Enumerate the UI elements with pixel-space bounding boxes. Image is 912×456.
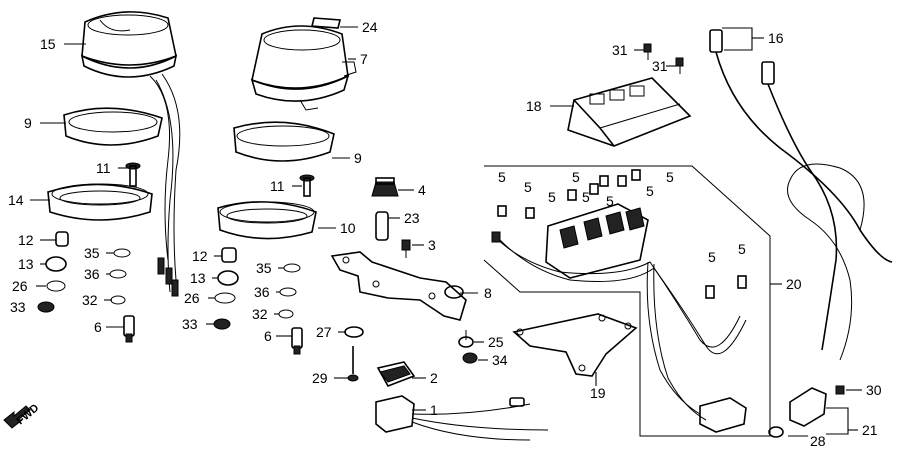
panel-bracket-19 [512,313,638,377]
callout-31-a: 31 [612,42,628,58]
callout-5-e: 5 [582,189,590,205]
callout-8: 8 [484,285,492,301]
fwd-label: FWD [14,402,41,427]
callout-4: 4 [418,182,426,198]
callout-5-a: 5 [498,169,506,185]
relay-1 [375,395,549,441]
callout-19: 19 [590,385,606,401]
callout-31-b: 31 [652,58,668,74]
callout-15: 15 [40,36,56,52]
callout-29: 29 [312,370,328,386]
callout-5-j: 5 [738,241,746,257]
clip-24 [310,17,342,29]
callout-26-left: 26 [12,278,28,294]
callout-32-middle: 32 [252,306,268,322]
meter-case-ring-left [63,107,163,146]
meter-bracket-8 [330,251,467,321]
callout-5-b: 5 [524,179,532,195]
callout-28: 28 [810,433,826,449]
speedometer-cable-wires [149,73,181,297]
callout-6-middle: 6 [264,328,272,344]
screw-3 [401,239,411,258]
collar-23 [375,211,389,241]
callout-5-c: 5 [548,189,556,205]
indicator-panel-body [545,203,649,279]
callout-5-g: 5 [646,183,654,199]
meter-case-ring-middle [233,121,335,162]
speedometer-housing [80,11,178,78]
fwd-arrow [3,405,31,429]
callout-5-d: 5 [572,169,580,185]
bolt-25-nut-34 [458,330,478,364]
indicator-cover-18 [567,77,692,147]
callout-9-left: 9 [24,115,32,131]
screw-middle-11 [299,174,315,197]
callout-32-left: 32 [82,292,98,308]
callout-9-middle: 9 [354,150,362,166]
callout-6-left: 6 [94,319,102,335]
callout-33-left: 33 [10,299,26,315]
small-parts-middle [213,247,303,355]
screws-31 [643,43,684,74]
callout-12-middle: 12 [192,248,208,264]
callout-11-middle: 11 [270,178,285,194]
callout-18: 18 [526,98,542,114]
callout-21: 21 [862,422,878,438]
callout-labels: 15 9 11 14 12 13 26 33 35 36 32 6 24 7 9… [8,19,882,449]
grommet-4 [371,177,399,197]
callout-27: 27 [316,324,332,340]
callout-35-left: 35 [84,245,100,261]
callout-16: 16 [768,30,784,46]
callout-5-h: 5 [666,169,674,185]
callout-30: 30 [866,382,882,398]
callout-36-middle: 36 [254,284,270,300]
tachometer-housing [250,25,357,111]
callout-24: 24 [362,19,378,35]
switch-21 [768,385,845,438]
callout-3: 3 [428,237,436,253]
callout-10: 10 [340,220,356,236]
callout-5-i: 5 [708,249,716,265]
callout-leaders [30,26,862,437]
meter-cables-16 [709,29,893,361]
callout-11-left: 11 [96,160,111,176]
screw-left-11 [125,162,141,187]
callout-26-middle: 26 [184,290,200,306]
meter-lens-ring-left [47,183,153,221]
bolt-29 [347,346,359,382]
callout-33-middle: 33 [182,316,198,332]
cover-2 [376,361,416,387]
callout-2: 2 [430,370,438,386]
callout-5-f: 5 [606,193,614,209]
meter-lens-ring-middle [217,201,317,240]
callout-7: 7 [360,51,368,67]
callout-13-left: 13 [18,256,34,272]
callout-34: 34 [492,352,508,368]
callout-13-middle: 13 [190,270,206,286]
callout-14: 14 [8,192,24,208]
callout-1: 1 [430,402,438,418]
bulb-sockets-5 [497,169,747,299]
callout-23: 23 [404,210,420,226]
callout-36-left: 36 [84,266,100,282]
callout-12-left: 12 [18,232,34,248]
assembly-frame-20 [483,165,771,437]
panel-wiring [491,231,747,433]
callout-35-middle: 35 [256,260,272,276]
callout-25: 25 [488,334,504,350]
washer-27 [344,326,364,338]
callout-20: 20 [786,276,802,292]
